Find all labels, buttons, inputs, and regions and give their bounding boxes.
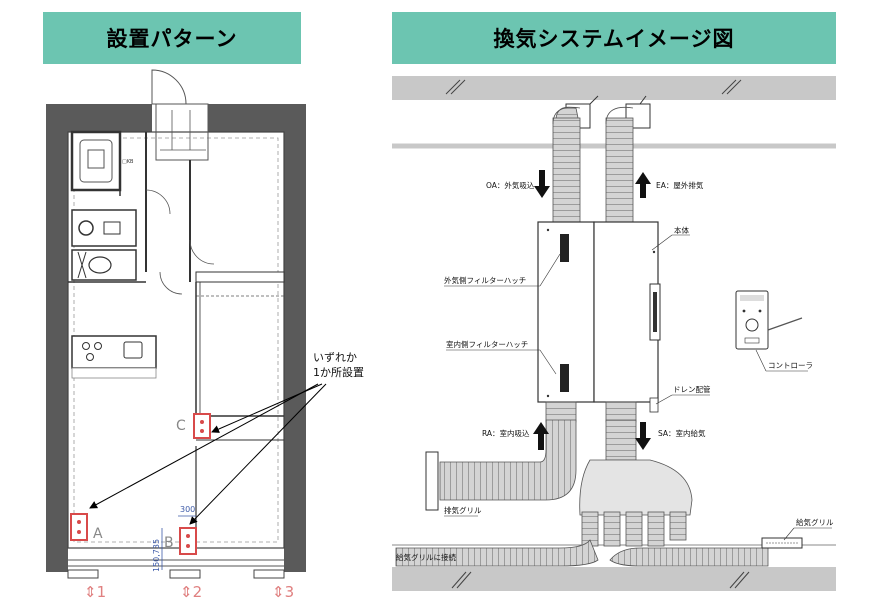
label-b: B	[164, 535, 174, 551]
arrow-oa	[534, 170, 550, 198]
section-marker-2: ⇕2	[180, 583, 202, 601]
exhaust-grille	[425, 451, 439, 511]
arrow-ra	[533, 422, 549, 450]
duct-ea	[605, 117, 634, 223]
wall-right	[284, 104, 306, 572]
section-marker-3: ⇕3	[272, 583, 294, 601]
annotation-line1: いずれか	[313, 351, 357, 364]
kitchen-counter	[71, 335, 157, 369]
main-unit-right	[593, 221, 659, 403]
label-oa: OA：外気吸込	[486, 180, 535, 190]
unit-location-c	[193, 413, 211, 439]
header-installation-pattern: 設置パターン	[43, 12, 301, 64]
unit-location-a	[70, 513, 88, 541]
label-ra: RA：室内吸込	[482, 428, 530, 438]
header-system-image: 換気システムイメージ図	[392, 12, 836, 64]
wall-left	[46, 104, 68, 572]
section-marker-1: ⇕1	[84, 583, 106, 601]
annotation-line2: 1か所設置	[313, 365, 364, 379]
kb-label: □KB	[122, 159, 134, 165]
ceiling-slab	[392, 76, 836, 100]
duct-floor-left	[395, 539, 599, 567]
floor-plan: □KB	[46, 69, 364, 601]
label-controller: コントローラ	[768, 361, 813, 370]
supply-chamber	[579, 459, 693, 516]
label-sa: SA：室内給気	[658, 428, 706, 438]
label-exhaust-grille: 排気グリル	[444, 505, 482, 515]
duct-floor-right	[609, 547, 769, 567]
label-body: 本体	[674, 225, 689, 235]
label-ea: EA：屋外排気	[656, 180, 704, 190]
label-drain: ドレン配管	[673, 384, 711, 394]
label-inner-filter: 室内側フィルターハッチ	[446, 339, 528, 349]
label-outer-filter: 外気側フィルターハッチ	[444, 275, 526, 285]
wall-top-left	[46, 104, 152, 132]
wall-top-right	[208, 104, 306, 132]
dim-300: 300	[180, 505, 195, 514]
duct-ra	[439, 419, 577, 501]
arrow-sa	[635, 422, 651, 450]
unit-location-b	[179, 527, 197, 555]
system-diagram: OA：外気吸込 EA：屋外排気 本体 外気側フィルターハッチ 室内側フィルターハ…	[392, 76, 836, 591]
label-c: C	[176, 418, 186, 434]
label-supply-grille: 給気グリル	[796, 517, 834, 527]
label-a: A	[93, 526, 103, 542]
arrow-ea	[635, 172, 651, 198]
dim-vertical: 150,735	[152, 539, 161, 572]
floor-slab	[392, 567, 836, 591]
label-supply-grille-connect: 給気グリルに接続	[396, 552, 456, 562]
